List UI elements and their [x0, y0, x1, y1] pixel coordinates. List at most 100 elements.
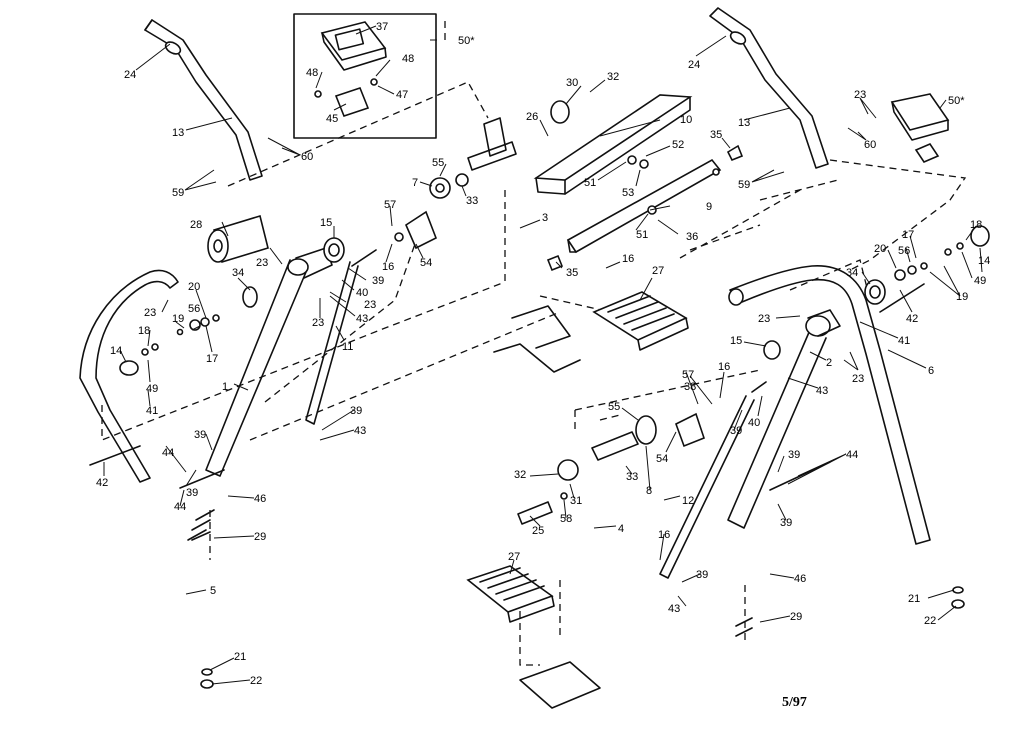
callout-16-left: 16 [382, 261, 394, 273]
callout-32-top: 32 [607, 71, 619, 83]
callout-46-right: 46 [794, 573, 806, 585]
handlebar-right [709, 7, 829, 169]
callout-20-right: 20 [874, 243, 886, 255]
callout-39-d: 39 [186, 487, 198, 499]
callout-34-right: 34 [846, 267, 858, 279]
callout-23-e: 23 [854, 89, 866, 101]
callout-1: 1 [222, 381, 228, 393]
callout-34-left: 34 [232, 267, 244, 279]
callout-51-bottom: 51 [636, 229, 648, 241]
upright-tube-left [205, 247, 333, 477]
hardware-right [769, 225, 990, 609]
callout-39-e: 39 [730, 425, 742, 437]
pivot-bracket-center [394, 173, 469, 250]
callout-38: 38 [684, 381, 696, 393]
callout-48-left: 48 [306, 67, 318, 79]
callout-33-left: 33 [466, 195, 478, 207]
callout-50-star-right: 50* [948, 95, 965, 107]
pedal-upper [493, 291, 689, 373]
callout-43-b: 43 [354, 425, 366, 437]
date-code: 5/97 [782, 695, 807, 710]
callout-17-right: 17 [902, 229, 914, 241]
callout-45: 45 [326, 113, 338, 125]
main-frame-beam [533, 94, 693, 195]
callout-25: 25 [532, 525, 544, 537]
callout-13-right: 13 [738, 117, 750, 129]
callout-36-top: 36 [686, 231, 698, 243]
callout-57-right: 57 [682, 369, 694, 381]
callout-35-bottom: 35 [566, 267, 578, 279]
callout-39-c: 39 [194, 429, 206, 441]
callout-58: 58 [560, 513, 572, 525]
callout-49-right: 49 [974, 275, 986, 287]
callout-39-g: 39 [780, 517, 792, 529]
callout-27-top: 27 [652, 265, 664, 277]
callout-44-b: 44 [174, 501, 186, 513]
monitor-inset-box [293, 13, 437, 139]
callout-39-b: 39 [350, 405, 362, 417]
callout-24-left: 24 [124, 69, 136, 81]
callout-41-right: 41 [898, 335, 910, 347]
callout-14-left: 14 [110, 345, 122, 357]
callout-5: 5 [210, 585, 216, 597]
side-frame-left [79, 269, 179, 483]
callout-23-a: 23 [256, 257, 268, 269]
callout-23-d: 23 [144, 307, 156, 319]
callout-57-left: 57 [384, 199, 396, 211]
callout-59-right: 59 [738, 179, 750, 191]
callout-15-right: 15 [730, 335, 742, 347]
callout-17-left: 17 [206, 353, 218, 365]
callout-23-b: 23 [312, 317, 324, 329]
callout-23-f: 23 [758, 313, 770, 325]
callout-28: 28 [190, 219, 202, 231]
callout-55-right: 55 [608, 401, 620, 413]
callout-14-right: 14 [978, 255, 990, 267]
callout-39-a: 39 [372, 275, 384, 287]
monitor-right [890, 93, 950, 163]
callout-43-a: 43 [356, 313, 368, 325]
callout-49-left: 49 [146, 383, 158, 395]
callout-10: 10 [680, 114, 692, 126]
callout-56-left: 56 [188, 303, 200, 315]
callout-27-bottom: 27 [508, 551, 520, 563]
callout-30: 30 [566, 77, 578, 89]
callout-leaders [103, 25, 983, 685]
callout-23-g: 23 [852, 373, 864, 385]
callout-24-right: 24 [688, 59, 700, 71]
bearing-left [323, 237, 345, 263]
callout-46-left: 46 [254, 493, 266, 505]
callout-48-right: 48 [402, 53, 414, 65]
callout-43-c: 43 [816, 385, 828, 397]
callout-31: 31 [570, 495, 582, 507]
callout-18-right: 18 [970, 219, 982, 231]
callout-20-left: 20 [188, 281, 200, 293]
callout-42-right: 42 [906, 313, 918, 325]
crank-shaft [467, 117, 517, 171]
callout-8: 8 [646, 485, 652, 497]
callout-59-left: 59 [172, 187, 184, 199]
callout-56-right: 56 [898, 245, 910, 257]
assembly-guide-lines [101, 18, 967, 666]
link-arm-left [305, 249, 377, 425]
callout-51-top: 51 [584, 177, 596, 189]
bearing-right [763, 279, 886, 360]
roller-left [207, 214, 269, 264]
callout-50-star-left: 50* [458, 35, 475, 47]
callout-54-right: 54 [656, 453, 668, 465]
callout-42-left: 42 [96, 477, 108, 489]
callout-9: 9 [706, 201, 712, 213]
callout-40-left: 40 [356, 287, 368, 299]
callout-40-right: 40 [748, 417, 760, 429]
callout-60-right: 60 [864, 139, 876, 151]
callout-53: 53 [622, 187, 634, 199]
callout-47: 47 [396, 89, 408, 101]
callout-4: 4 [618, 523, 624, 535]
callout-39-f: 39 [788, 449, 800, 461]
base-feet [191, 531, 753, 637]
callout-16-center: 16 [622, 253, 634, 265]
callout-29-right: 29 [790, 611, 802, 623]
lower-crank-right [517, 412, 705, 525]
callout-26: 26 [526, 111, 538, 123]
callout-7: 7 [412, 177, 418, 189]
swing-arm-center [546, 144, 744, 272]
